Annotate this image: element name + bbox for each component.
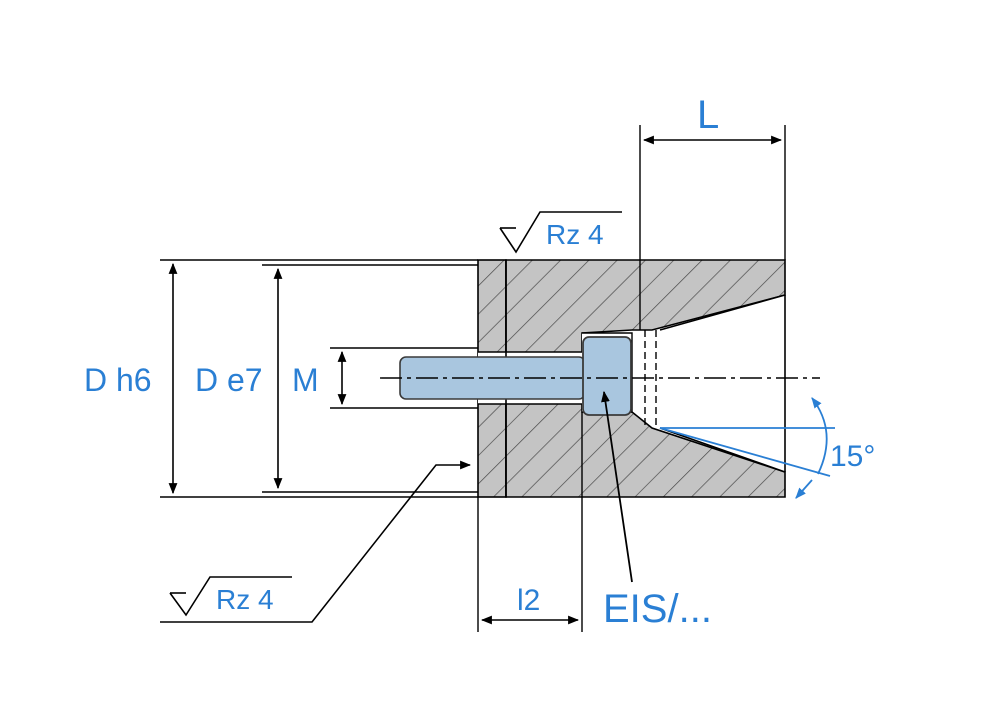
label-L: L <box>697 93 719 137</box>
label-l2: l2 <box>517 584 540 617</box>
screw-head <box>582 336 632 416</box>
label-angle: 15° <box>830 440 875 473</box>
dimension-lines <box>168 135 783 625</box>
label-roughness-top: Rz 4 <box>546 219 604 250</box>
label-D-h6: D h6 <box>84 362 152 398</box>
label-roughness-bottom: Rz 4 <box>216 584 274 615</box>
extension-lines <box>160 125 786 632</box>
roughness-symbol-bottom <box>160 460 472 623</box>
label-M: M <box>292 362 319 398</box>
eis-leader <box>601 390 633 583</box>
label-part-callout: EIS/... <box>603 587 712 631</box>
angle-dimension <box>659 397 835 499</box>
insert-screw <box>399 336 632 416</box>
label-D-e7: D e7 <box>195 362 263 398</box>
roughness-symbol-top <box>499 211 622 254</box>
